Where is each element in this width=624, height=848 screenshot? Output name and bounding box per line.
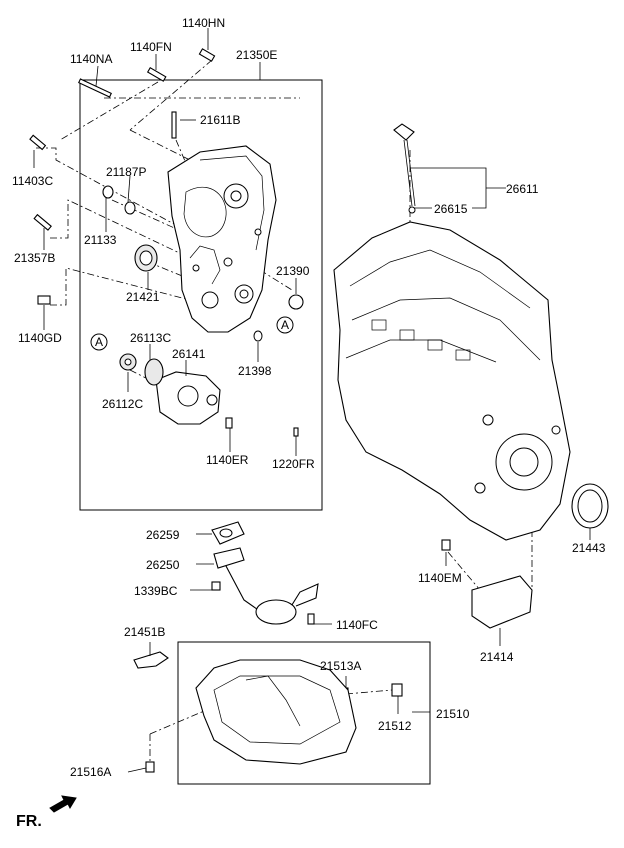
label-26250: 26250 (146, 558, 180, 572)
label-21398: 21398 (238, 364, 272, 378)
label-1140fn: 1140FN (130, 40, 172, 54)
reference-marker-a-right: A (276, 316, 294, 334)
label-21516a: 21516A (70, 765, 111, 779)
label-21390: 21390 (276, 264, 310, 278)
label-1140na: 1140NA (70, 52, 112, 66)
leader-lines (33, 28, 591, 773)
label-21133: 21133 (84, 233, 117, 247)
timing-cover-group-box (79, 79, 323, 511)
front-arrow-icon (49, 795, 77, 813)
oil-pump-illustration (119, 353, 221, 425)
front-direction-indicator: FR. (16, 795, 77, 830)
label-26615: 26615 (434, 202, 468, 216)
plug-icon (288, 294, 304, 310)
label-1220fr: 1220FR (272, 457, 315, 471)
label-1140fc: 1140FC (336, 618, 378, 632)
sealant-tube-icon (133, 651, 169, 669)
marker-a-text: A (281, 318, 289, 332)
reference-marker-a-left: A (90, 333, 108, 351)
label-1140hn: 1140HN (182, 16, 225, 30)
label-21451b: 21451B (124, 625, 165, 639)
small-o-ring-icon (253, 330, 263, 342)
label-21187p: 21187P (106, 165, 146, 179)
label-26141: 26141 (172, 347, 206, 361)
label-21443: 21443 (572, 541, 606, 555)
o-ring-icon (124, 201, 136, 215)
oil-strainer-illustration (211, 521, 319, 625)
label-21510: 21510 (436, 707, 470, 721)
oil-pan-illustration (195, 659, 357, 765)
oil-pan-group-box (177, 641, 431, 785)
label-26113c: 26113C (130, 331, 171, 345)
label-21512: 21512 (378, 719, 412, 733)
label-26611: 26611 (506, 182, 539, 196)
label-21611b: 21611B (200, 113, 240, 127)
baffle-plate-icon (471, 575, 533, 629)
label-21513a: 21513A (320, 659, 361, 673)
bolts (29, 48, 451, 773)
timing-cover-illustration (167, 145, 277, 333)
fr-label: FR. (16, 813, 42, 830)
oil-level-gauge (393, 123, 416, 214)
label-21414: 21414 (480, 650, 514, 664)
seals (102, 185, 304, 342)
marker-a-text: A (95, 335, 103, 349)
label-1140gd: 1140GD (18, 331, 62, 345)
label-11403c: 11403C (12, 174, 53, 188)
label-26112c: 26112C (102, 397, 143, 411)
label-26259: 26259 (146, 528, 180, 542)
label-1339bc: 1339BC (134, 584, 178, 598)
label-21421: 21421 (126, 290, 160, 304)
label-21357b: 21357B (14, 251, 55, 265)
label-1140em: 1140EM (418, 571, 462, 585)
label-1140er: 1140ER (206, 453, 249, 467)
cylinder-block-illustration (333, 221, 571, 541)
label-21350e: 21350E (236, 48, 277, 62)
